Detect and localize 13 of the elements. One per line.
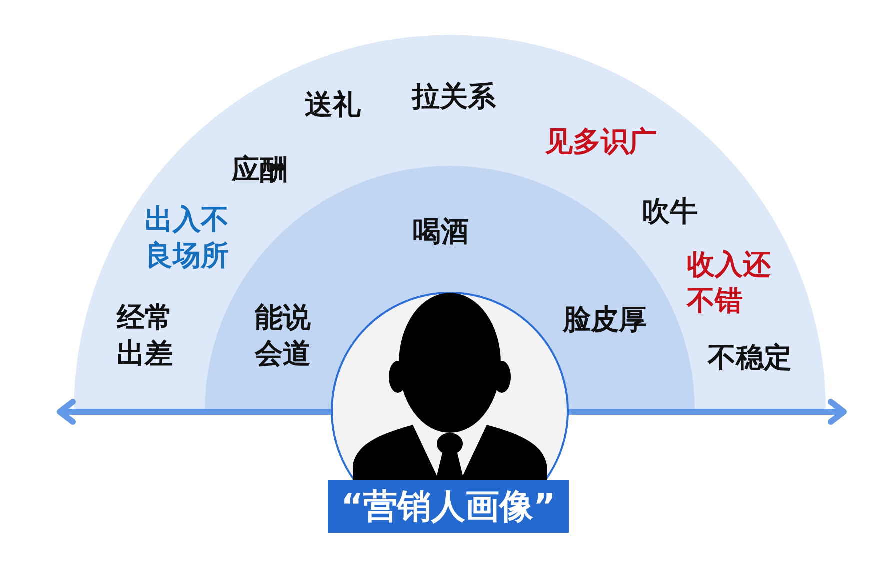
title-banner: “营销人画像” [328, 480, 569, 533]
trait-text: 拉关系 [412, 79, 496, 115]
trait-text: 脸皮厚 [563, 302, 647, 338]
trait-text: 喝酒 [413, 214, 469, 250]
trait-text: 能说会道 [255, 300, 312, 372]
trait-text: 吹牛 [642, 194, 698, 230]
trait-text: 出入不良场所 [145, 202, 230, 274]
trait-text: 收入还不错 [687, 247, 772, 319]
trait-text: 送礼 [305, 87, 361, 123]
trait-text: 经常出差 [117, 300, 174, 372]
trait-text: 不稳定 [708, 340, 792, 376]
trait-text: 应酬 [232, 152, 288, 188]
trait-text: 见多识广 [545, 124, 657, 160]
